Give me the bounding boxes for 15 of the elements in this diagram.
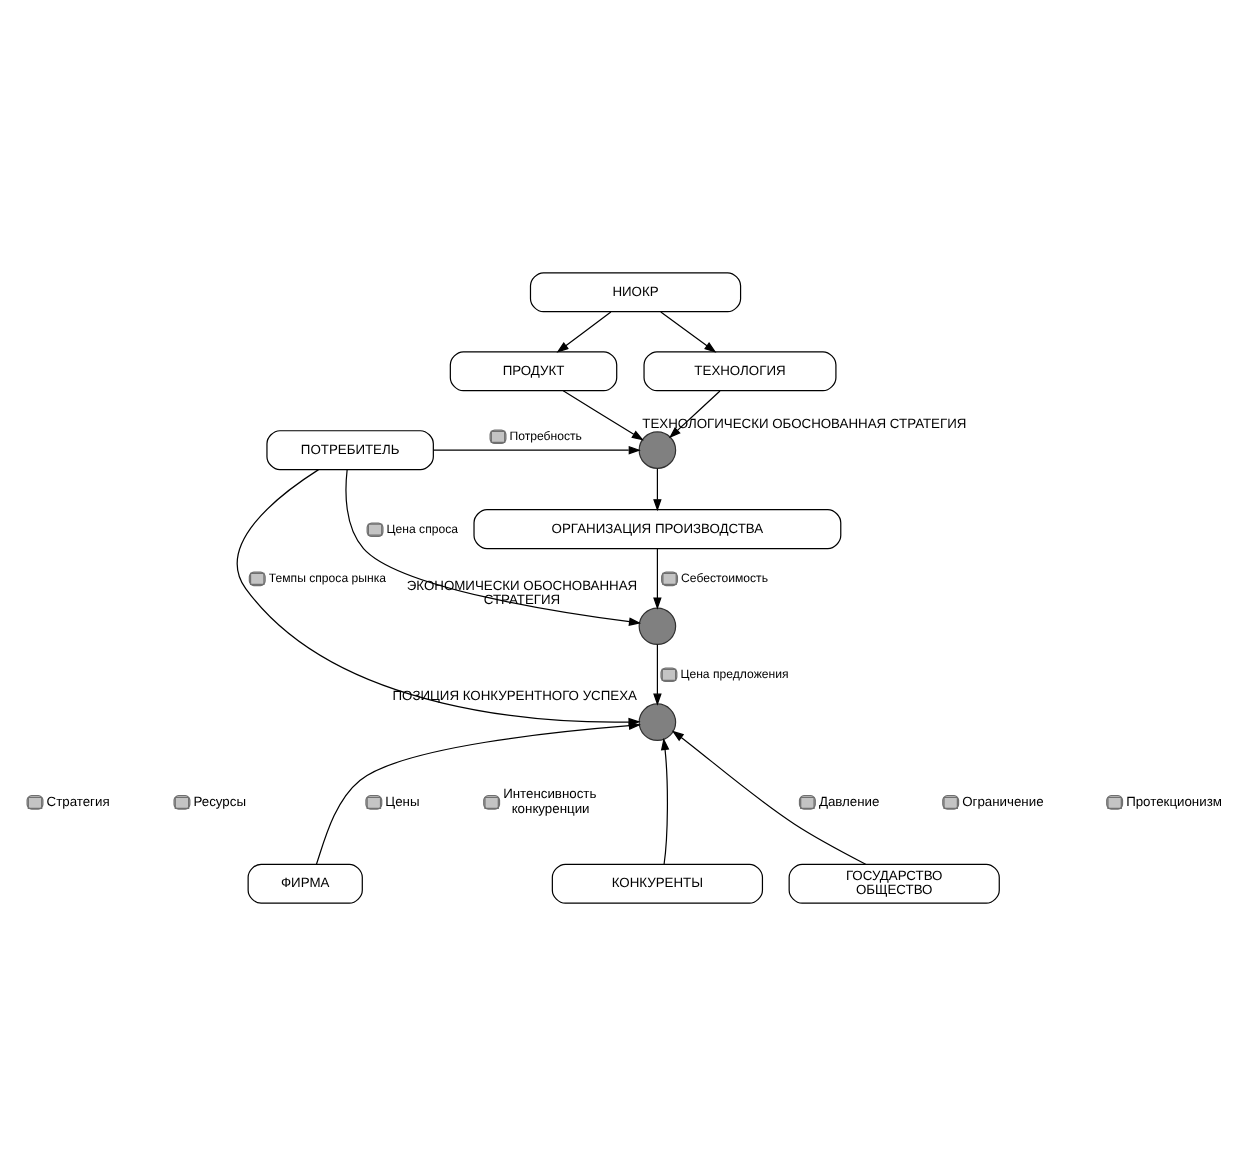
arrow (345, 468, 642, 625)
arrow (660, 310, 717, 352)
node-circle (638, 702, 677, 740)
arrow (556, 310, 612, 352)
arrow (315, 720, 641, 864)
arrow (653, 643, 662, 705)
arrow (660, 737, 670, 864)
node-circle (638, 430, 677, 468)
arrow (433, 444, 641, 454)
arrow (671, 729, 867, 864)
arrow (653, 467, 662, 511)
arrow (668, 389, 721, 438)
arrow (653, 546, 662, 609)
arrow (562, 389, 644, 440)
node-circle (638, 606, 677, 645)
